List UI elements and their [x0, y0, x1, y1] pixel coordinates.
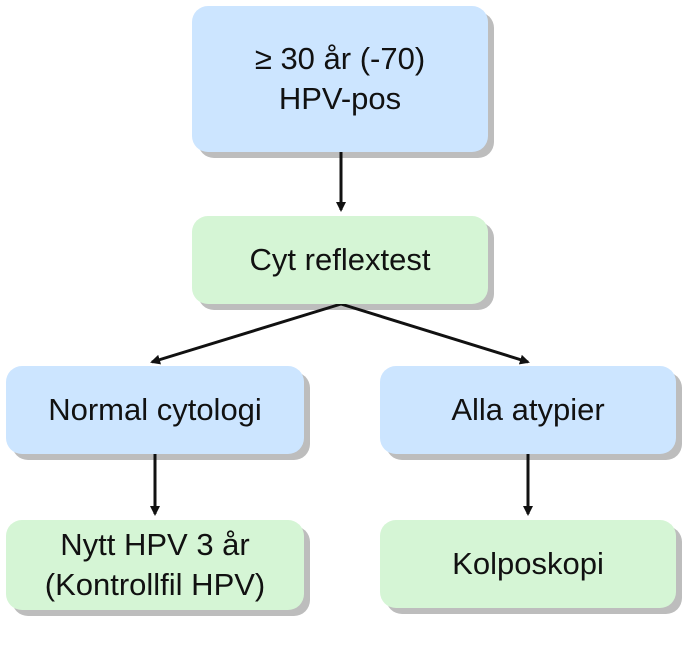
- node-kolposkopi: Kolposkopi: [380, 520, 676, 608]
- node-nytt-hpv: Nytt HPV 3 år (Kontrollfil HPV): [6, 520, 304, 610]
- node-age-hpv-positive: ≥ 30 år (-70) HPV-pos: [192, 6, 488, 152]
- node-label-line: HPV-pos: [278, 81, 402, 116]
- node-label-line: Normal cytologi: [48, 392, 262, 427]
- node-cyt-reflextest: Cyt reflextest: [192, 216, 488, 304]
- node-label-line: Kolposkopi: [452, 546, 604, 581]
- node-label-line: Cyt reflextest: [249, 242, 431, 277]
- node-label-line: Nytt HPV 3 år: [60, 527, 250, 562]
- node-alla-atypier: Alla atypier: [380, 366, 676, 454]
- node-label-line: Alla atypier: [451, 392, 605, 427]
- edge-cyt-to-alla: [340, 302, 530, 365]
- edges: [150, 152, 533, 516]
- node-label-line: (Kontrollfil HPV): [44, 567, 266, 602]
- node-label-line: ≥ 30 år (-70): [254, 41, 426, 76]
- edge-cyt-to-normal: [150, 302, 342, 365]
- node-normal-cytologi: Normal cytologi: [6, 366, 304, 454]
